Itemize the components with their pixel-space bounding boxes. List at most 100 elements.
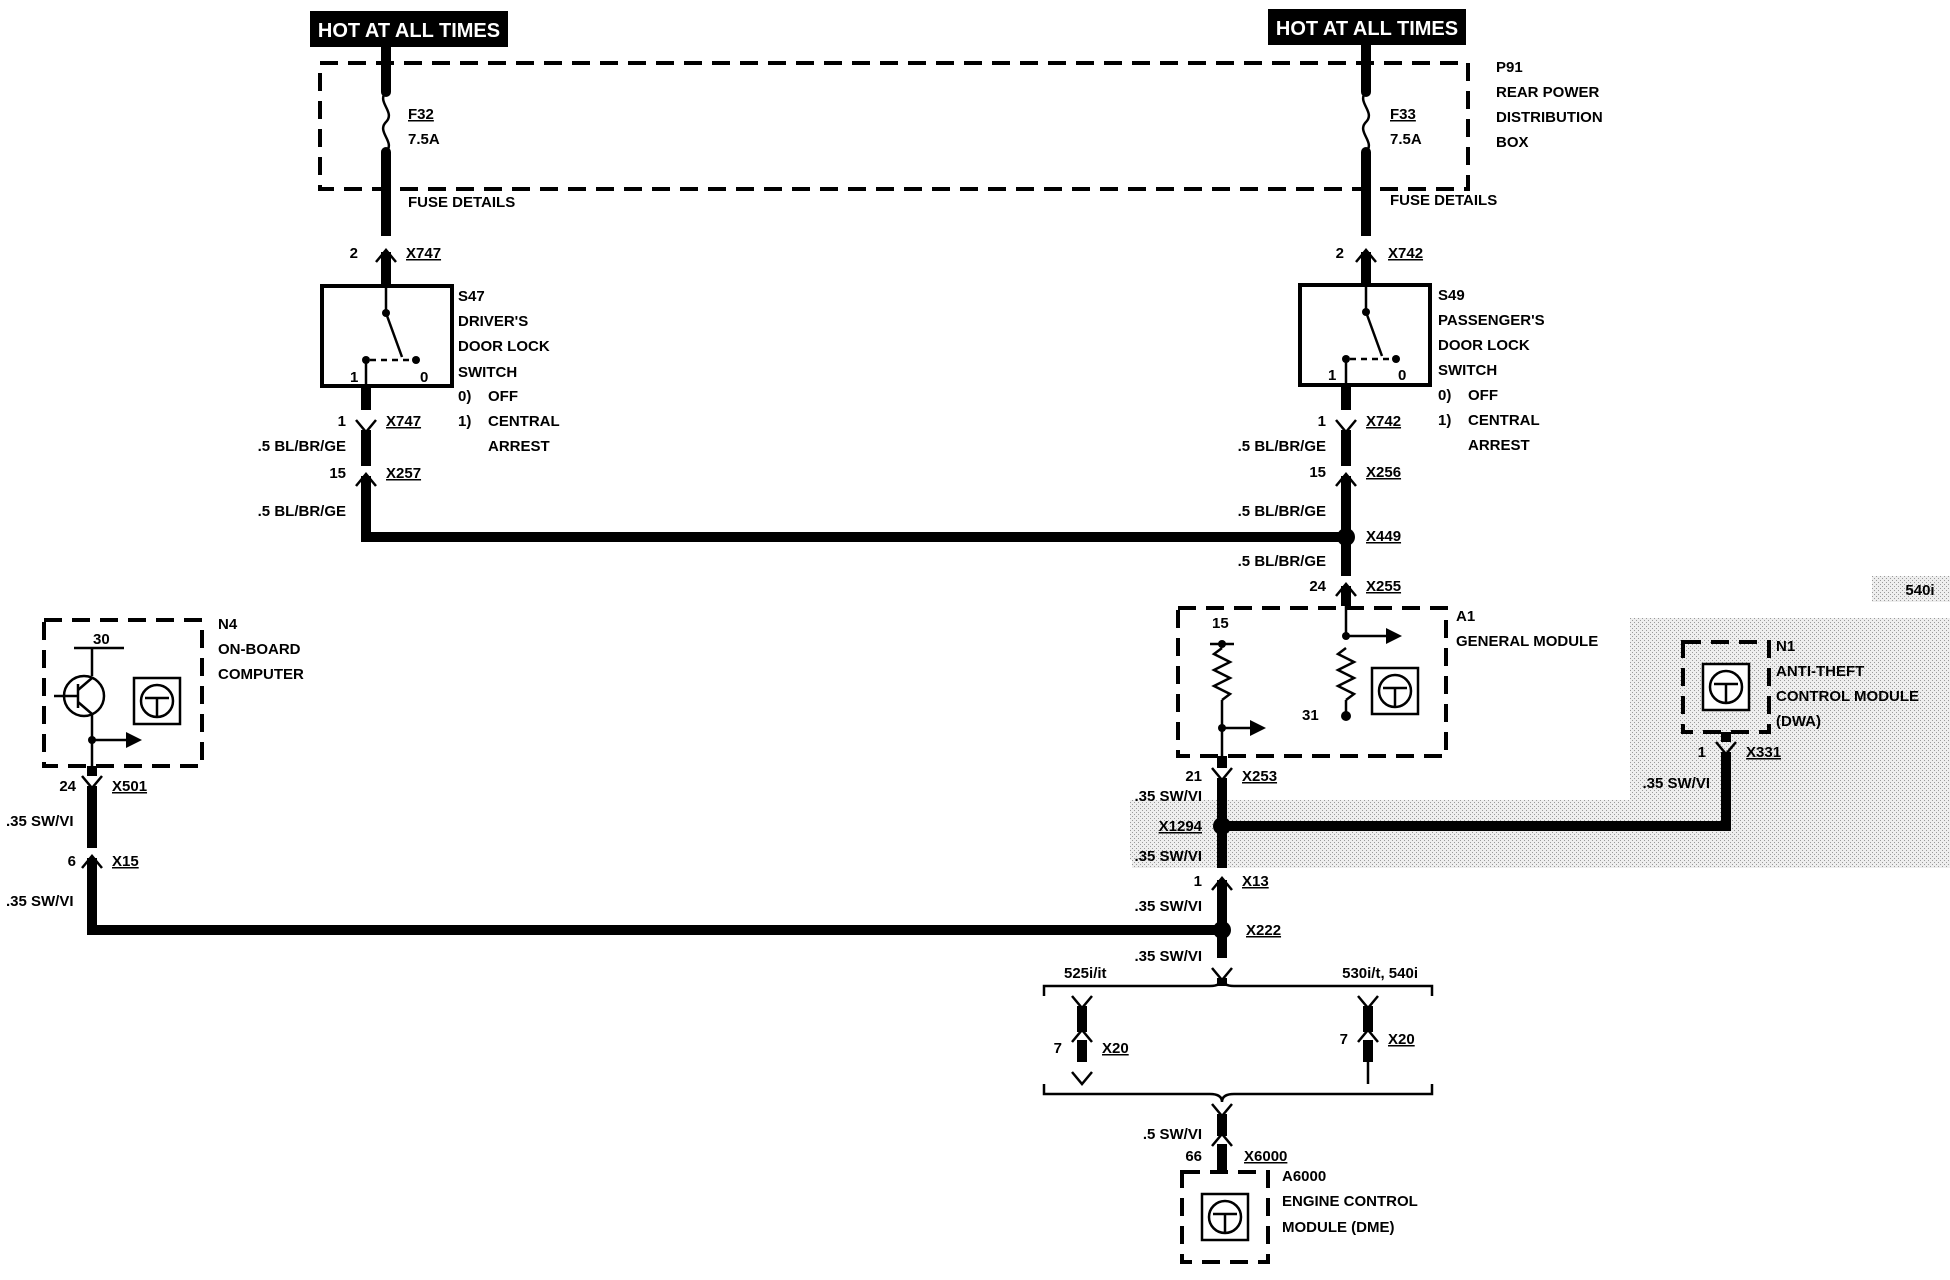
fuse-f32-rating: 7.5A (408, 131, 440, 148)
connector-x257: X257 (386, 465, 421, 482)
svg-text:DOOR LOCK: DOOR LOCK (458, 338, 550, 355)
general-module-outline (1176, 606, 1448, 758)
svg-text:ANTI-THEFT: ANTI-THEFT (1776, 663, 1864, 680)
svg-text:OFF: OFF (488, 388, 518, 405)
svg-text:7: 7 (1340, 1031, 1348, 1048)
variant-left-connector (1071, 995, 1093, 1086)
ecm-icon (1200, 1192, 1250, 1242)
connector-x747-top-label: X747 (406, 245, 441, 262)
onboard-computer-internals (54, 646, 142, 766)
svg-text:24: 24 (1309, 578, 1326, 595)
svg-text:OFF: OFF (1468, 387, 1498, 404)
passenger-door-lock-switch: 1 0 (1298, 283, 1432, 387)
svg-text:.5 BL/BR/GE: .5 BL/BR/GE (258, 503, 346, 520)
svg-text:.5 BL/BR/GE: .5 BL/BR/GE (1238, 503, 1326, 520)
connector-x331: X331 (1746, 744, 1781, 761)
connector-x742-top-label: X742 (1388, 245, 1423, 262)
anti-theft-wire (1222, 732, 1737, 831)
onboard-computer-outline (42, 618, 204, 768)
svg-text:15: 15 (329, 465, 346, 482)
svg-text:.35 SW/VI: .35 SW/VI (1134, 788, 1202, 805)
connector-x13: X13 (1242, 873, 1269, 890)
svg-text:24: 24 (59, 778, 76, 795)
variant-left-label: 525i/it (1064, 965, 1107, 982)
connector-x256: X256 (1366, 464, 1401, 481)
svg-text:PASSENGER'S: PASSENGER'S (1438, 312, 1545, 329)
general-module-name: GENERAL MODULE (1456, 633, 1598, 650)
svg-text:1): 1) (1438, 412, 1451, 429)
onboard-computer-wire-chain (81, 766, 1222, 935)
connector-x501: X501 (112, 778, 147, 795)
passenger-wire-chain (1335, 385, 1357, 606)
anti-theft-id: N1 (1776, 638, 1795, 655)
splice-x222: X222 (1246, 922, 1281, 939)
fuse-f33: F33 7.5A (1361, 45, 1422, 236)
svg-text:1: 1 (338, 413, 346, 430)
center-wire-chain (1211, 756, 1233, 986)
svg-text:7: 7 (1054, 1040, 1062, 1057)
general-module-pin-15: 15 (1212, 615, 1229, 632)
passenger-switch-id: S49 (1438, 287, 1465, 304)
svg-text:SWITCH: SWITCH (458, 364, 517, 381)
connector-x742-bottom: X742 (1366, 413, 1401, 430)
svg-text:.35 SW/VI: .35 SW/VI (1134, 948, 1202, 965)
connector-x20-right: X20 (1388, 1031, 1415, 1048)
connector-x253: X253 (1242, 768, 1277, 785)
connector-x747-top: 2 X747 (350, 245, 441, 286)
splice-x449: X449 (1366, 528, 1401, 545)
passenger-switch-term-1: 1 (1328, 367, 1336, 384)
connector-x15: X15 (112, 853, 139, 870)
ecm-outline (1180, 1170, 1270, 1264)
general-module-icon (1370, 666, 1420, 716)
general-module-id: A1 (1456, 608, 1475, 625)
svg-text:1: 1 (1698, 744, 1706, 761)
svg-text:CENTRAL: CENTRAL (488, 413, 560, 430)
driver-switch-id: S47 (458, 288, 485, 305)
ecm-id: A6000 (1282, 1168, 1326, 1185)
power-box-id: P91 (1496, 59, 1523, 76)
driver-wire-chain (355, 386, 1340, 542)
svg-text:DOOR LOCK: DOOR LOCK (1438, 337, 1530, 354)
fuse-details-right: FUSE DETAILS (1390, 192, 1497, 209)
connector-x255: X255 (1366, 578, 1401, 595)
power-distribution-box-outline (318, 61, 1470, 191)
svg-text:.35 SW/VI: .35 SW/VI (1134, 848, 1202, 865)
fuse-f33-id: F33 (1390, 106, 1416, 123)
svg-text:ARREST: ARREST (488, 438, 550, 455)
power-box-name-3: BOX (1496, 134, 1529, 151)
svg-text:15: 15 (1309, 464, 1326, 481)
fuse-details-left: FUSE DETAILS (408, 194, 515, 211)
svg-text:0): 0) (458, 388, 471, 405)
ecm-wire (1211, 1103, 1233, 1172)
svg-text:66: 66 (1185, 1148, 1202, 1165)
svg-text:.5 BL/BR/GE: .5 BL/BR/GE (1238, 553, 1326, 570)
hot-label-right: HOT AT ALL TIMES (1268, 9, 1466, 45)
connector-x6000: X6000 (1244, 1148, 1287, 1165)
variant-right-connector (1357, 995, 1379, 1084)
general-module-internals (1210, 606, 1402, 756)
svg-text:ENGINE CONTROL: ENGINE CONTROL (1282, 1193, 1418, 1210)
svg-text:.5 BL/BR/GE: .5 BL/BR/GE (1238, 438, 1326, 455)
connector-x20-left: X20 (1102, 1040, 1129, 1057)
driver-switch-term-1: 1 (350, 369, 358, 386)
connector-x747-bottom: X747 (386, 413, 421, 430)
svg-text:1: 1 (1318, 413, 1326, 430)
svg-text:CONTROL MODULE: CONTROL MODULE (1776, 688, 1919, 705)
variant-bracket (1042, 977, 1434, 1103)
anti-theft-module-icon (1701, 662, 1751, 712)
power-box-name-2: DISTRIBUTION (1496, 109, 1603, 126)
svg-text:SWITCH: SWITCH (1438, 362, 1497, 379)
svg-text:.5 BL/BR/GE: .5 BL/BR/GE (258, 438, 346, 455)
svg-text:.35 SW/VI: .35 SW/VI (6, 813, 74, 830)
onboard-computer-icon (132, 676, 182, 726)
anti-theft-module-outline (1681, 640, 1771, 734)
svg-text:21: 21 (1185, 768, 1202, 785)
onboard-computer-id: N4 (218, 616, 238, 633)
passenger-switch-term-0: 0 (1398, 367, 1406, 384)
model-tag-540i: 540i (1905, 582, 1934, 599)
svg-text:CENTRAL: CENTRAL (1468, 412, 1540, 429)
hot-label-left: HOT AT ALL TIMES (310, 11, 508, 47)
svg-text:2: 2 (350, 245, 358, 262)
hot-label-left-text: HOT AT ALL TIMES (318, 20, 500, 42)
